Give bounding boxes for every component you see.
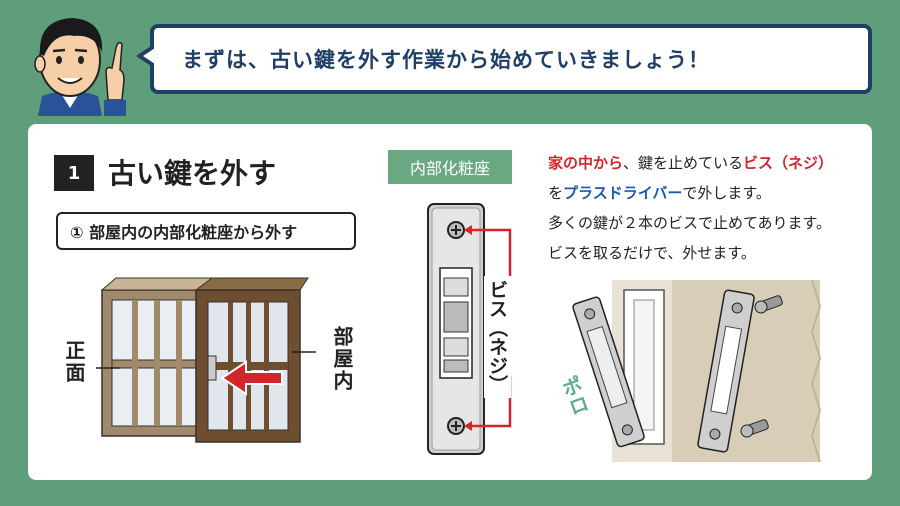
step-number-badge: 1 xyxy=(54,155,94,191)
description-line-2: をプラスドライバーで外します。 xyxy=(548,178,868,208)
text-remove: で外します。 xyxy=(682,184,771,202)
part-tag: 内部化粧座 xyxy=(388,150,512,184)
inside-sash xyxy=(194,277,309,443)
bubble-text: まずは、古い鍵を外す作業から始めていきましょう！ xyxy=(182,48,710,72)
label-front: 正面 xyxy=(62,340,86,384)
presenter-avatar xyxy=(34,18,126,116)
loose-screw-bottom-icon xyxy=(740,419,769,438)
bubble-tail-inner xyxy=(143,48,155,64)
screw-label: ビス（ネジ） xyxy=(484,276,511,398)
substep-label: ① 部屋内の内部化粧座から外す xyxy=(70,223,298,242)
arrow-icon xyxy=(220,360,283,396)
text-from-inside: 家の中から xyxy=(548,154,624,172)
step-title: 古い鍵を外す xyxy=(108,157,277,190)
text-screw: ビス（ネジ） xyxy=(743,154,834,172)
substep-box: ① 部屋内の内部化粧座から外す xyxy=(56,212,356,250)
text-screwdriver: プラスドライバー xyxy=(563,184,683,202)
description-line-1: 家の中から、鍵を止めているビス（ネジ） xyxy=(548,148,868,178)
text-holding: 、鍵を止めている xyxy=(623,154,744,172)
speech-bubble: まずは、古い鍵を外す作業から始めていきましょう！ xyxy=(150,24,872,94)
loose-screw-top-icon xyxy=(754,295,783,314)
label-inside: 部屋内 xyxy=(330,326,354,392)
description-line-3: 多くの鍵が２本のビスで止めてあります。 xyxy=(548,214,832,232)
escutcheon-plate-illustration xyxy=(427,203,512,455)
window-illustration xyxy=(96,277,316,443)
description: 家の中から、鍵を止めているビス（ネジ） をプラスドライバーで外します。 多くの鍵… xyxy=(548,148,868,268)
description-line-4: ビスを取るだけで、外せます。 xyxy=(548,244,756,262)
text-particle: を xyxy=(548,184,564,202)
removed-parts-illustration xyxy=(572,279,822,463)
